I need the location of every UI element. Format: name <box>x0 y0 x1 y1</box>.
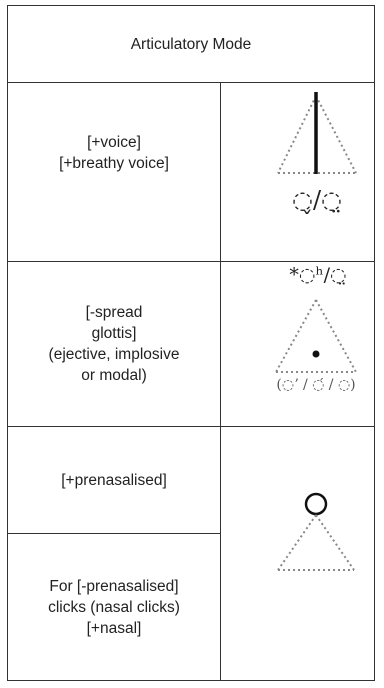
label-line: (ejective, implosive <box>48 346 180 363</box>
triangle-voice-icon <box>277 92 357 174</box>
row-divider <box>8 426 374 427</box>
triangle-spread-glottis-icon <box>275 299 357 373</box>
table-header: Articulatory Mode <box>8 6 374 82</box>
row-divider <box>8 82 374 83</box>
voice-symbol: ◌̬/◌̤ <box>292 186 342 214</box>
triangle-nasal-icon <box>277 492 355 571</box>
column-divider <box>220 82 221 680</box>
row-divider <box>8 533 220 534</box>
row-voice-label: [+voice] [+breathy voice] <box>8 83 220 223</box>
row-divider <box>8 261 374 262</box>
label-line: [-spread <box>85 304 143 321</box>
label-line: [+voice] <box>87 134 141 151</box>
articulatory-mode-table: Articulatory Mode [+voice] [+breathy voi… <box>7 5 375 681</box>
row-nasal-clicks-label: For [-prenasalised] clicks (nasal clicks… <box>8 534 220 680</box>
aspirated-symbol: *◌ʰ/◌̤ <box>289 264 347 286</box>
label-line: [+breathy voice] <box>59 155 169 172</box>
label-line: clicks (nasal clicks) <box>48 598 180 616</box>
label-line: [+nasal] <box>86 619 142 637</box>
glottalic-symbols: (◌ʼ / ◌́ / ◌) <box>276 377 356 393</box>
label-line: [+prenasalised] <box>61 471 167 489</box>
label-line: For [-prenasalised] <box>49 577 179 595</box>
label-line: or modal) <box>81 367 147 384</box>
row-spread-glottis-label: [-spread glottis] (ejective, implosive o… <box>8 262 220 426</box>
header-text: Articulatory Mode <box>130 35 252 53</box>
row-prenasalised-label: [+prenasalised] <box>8 427 220 533</box>
label-line: glottis] <box>91 325 137 342</box>
